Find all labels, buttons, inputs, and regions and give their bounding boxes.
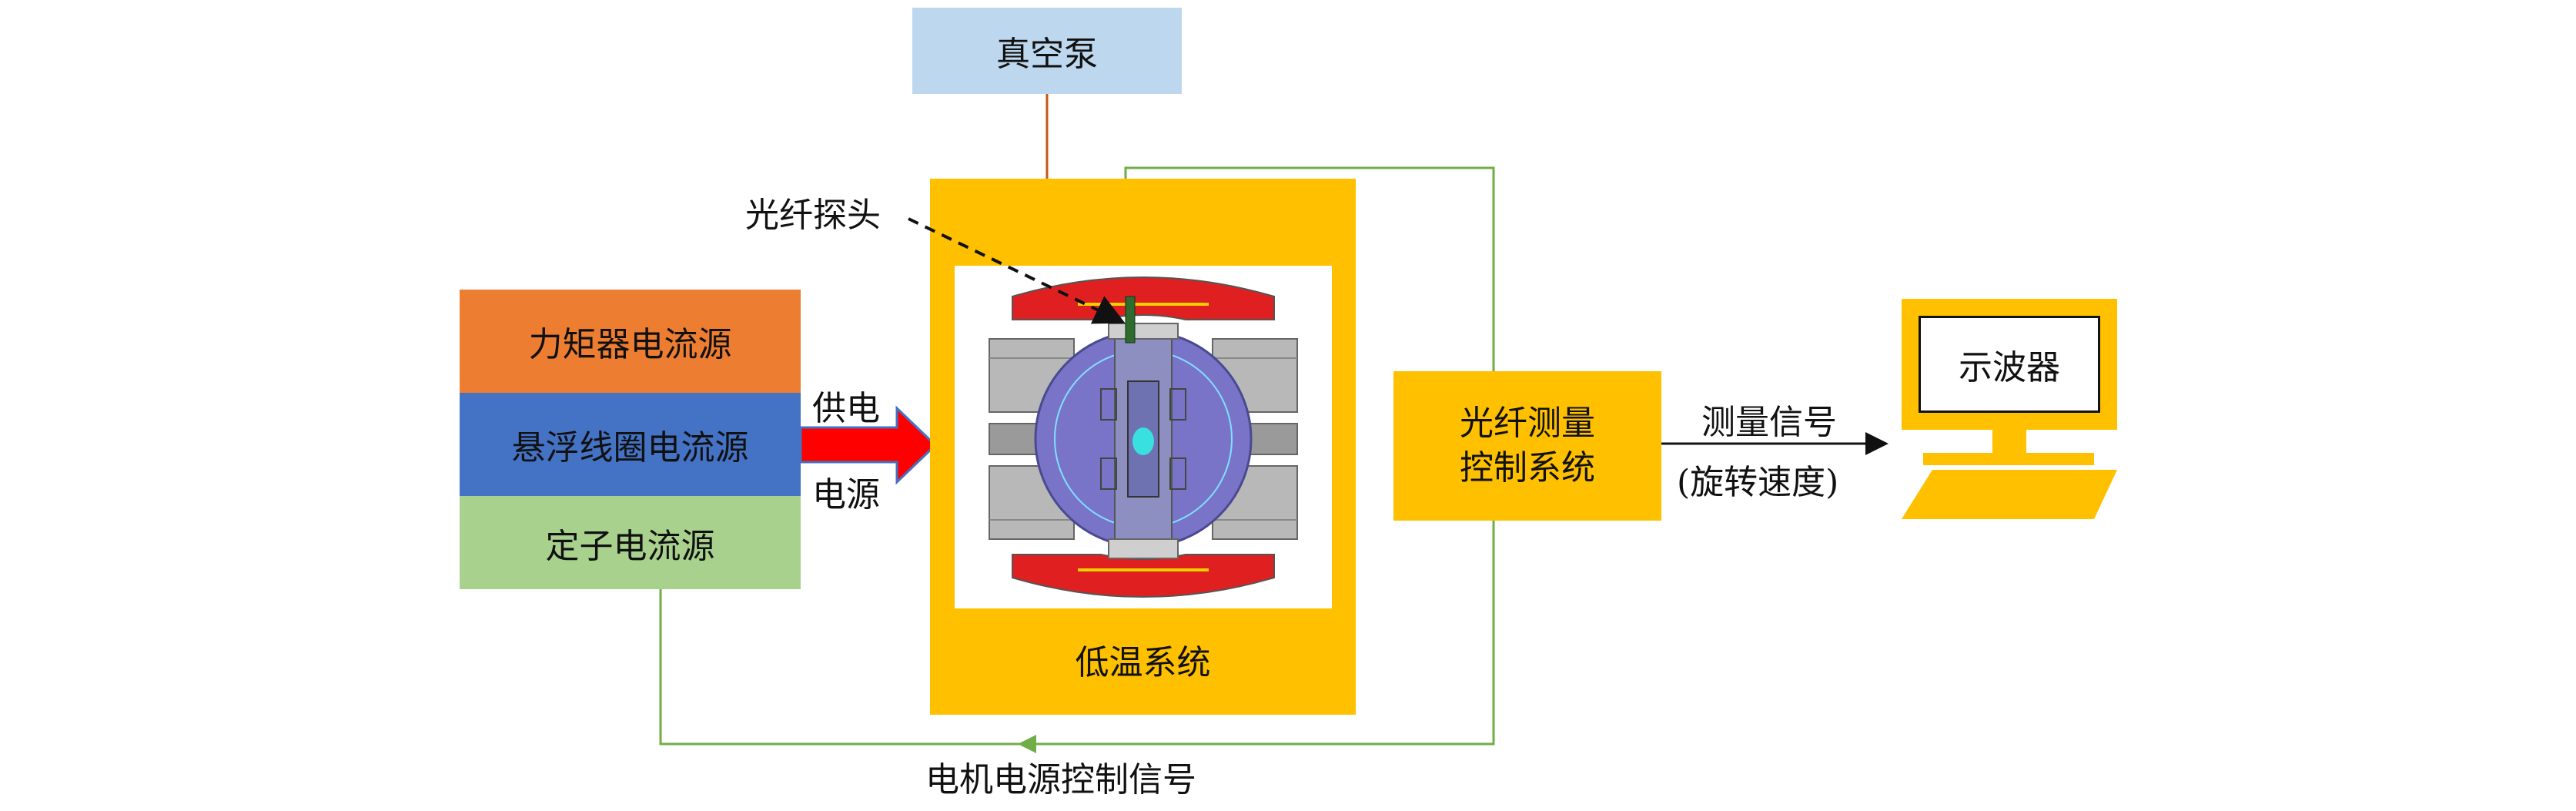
motor-signal-line	[659, 521, 1495, 746]
cryo-system-label: 低温系统	[1075, 643, 1211, 682]
torquer-source-label: 力矩器电流源	[528, 325, 732, 364]
measure-signal-line2: (旋转速度)	[1677, 463, 1839, 502]
measure-signal-line1: 测量信号	[1701, 403, 1837, 442]
oscilloscope-base	[1923, 453, 2094, 465]
cryo-system-box: 低温系统	[930, 179, 1356, 715]
vacuum-pump-label: 真空泵	[996, 35, 1098, 74]
fiber-probe-label: 光纤探头	[745, 196, 881, 235]
oscilloscope: 示波器	[1902, 299, 2125, 522]
levitation-source-label: 悬浮线圈电流源	[511, 428, 749, 467]
vacuum-pump-box: 真空泵	[912, 8, 1182, 94]
torquer-source-box: 力矩器电流源	[460, 290, 801, 393]
stator-source-box: 定子电流源	[460, 496, 801, 589]
oscilloscope-keyboard	[1902, 470, 2117, 519]
stator-source-label: 定子电流源	[545, 526, 715, 566]
levitation-source-box: 悬浮线圈电流源	[460, 393, 801, 496]
probe-tip	[1125, 296, 1136, 344]
cryo-inner-panel	[955, 266, 1332, 608]
gyroscope-cross-section	[989, 276, 1298, 598]
rotor-core	[1132, 427, 1154, 455]
oscilloscope-stand	[1992, 430, 2026, 453]
motor-signal-label: 电机电源控制信号	[925, 760, 1196, 799]
fiber-control-line1: 光纤测量	[1460, 404, 1595, 443]
fiber-control-box: 光纤测量 控制系统	[1393, 371, 1661, 521]
oscilloscope-label: 示波器	[1959, 348, 2060, 387]
supply-label-bottom: 电源	[812, 475, 880, 514]
fiber-control-line2: 控制系统	[1460, 448, 1595, 488]
supply-arrow	[799, 405, 938, 485]
supply-label-top: 供电	[812, 389, 880, 428]
oscilloscope-screen: 示波器	[1919, 316, 2100, 413]
